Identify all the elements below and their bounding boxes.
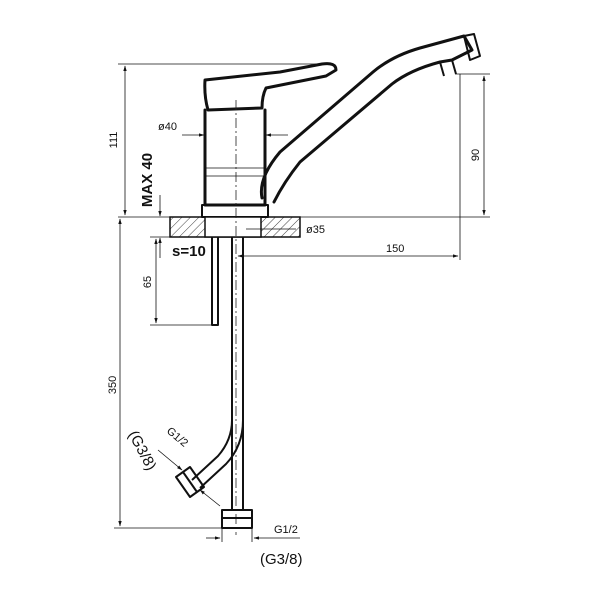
- mounting-plate: [169, 216, 301, 238]
- label-body-diameter: ø40: [158, 121, 177, 133]
- bottom-hose-fitting: [221, 509, 253, 529]
- label-left-thread-alt: (G3/8): [124, 428, 159, 474]
- label-overall-height: 111: [108, 132, 120, 149]
- label-spout-height: 90: [470, 149, 482, 161]
- faucet-body: [201, 33, 481, 218]
- mounting-stud: [211, 237, 219, 326]
- base-ring: [201, 204, 269, 218]
- label-plate-thickness: s=10: [172, 243, 206, 260]
- label-bottom-thread: G1/2: [274, 524, 298, 536]
- dim-line-left-thread: [157, 449, 183, 471]
- left-hose-fitting: [175, 466, 205, 498]
- lever-handle: [203, 62, 338, 112]
- label-left-thread: G1/2: [164, 425, 190, 450]
- label-max-thickness: MAX 40: [139, 153, 156, 207]
- cylinder-body: [203, 108, 267, 207]
- label-base-diameter: ø35: [306, 224, 325, 236]
- supply-hose-bottom: [221, 237, 253, 529]
- label-hose-length: 350: [107, 376, 119, 394]
- spout-aerator: [463, 33, 481, 61]
- label-stud-length: 65: [142, 276, 154, 288]
- label-bottom-thread-alt: (G3/8): [260, 551, 303, 568]
- spout: [259, 34, 474, 204]
- supply-hose-left: [175, 419, 244, 498]
- label-spout-reach: 150: [386, 243, 404, 255]
